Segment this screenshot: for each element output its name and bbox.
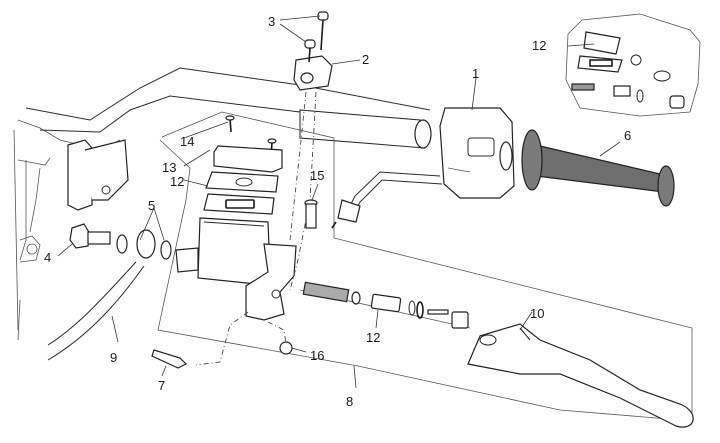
callout-3: 3 [268, 14, 275, 29]
callout-7: 7 [158, 378, 165, 393]
callout-13: 13 [162, 160, 176, 175]
reservoir-cover-stack [203, 115, 283, 215]
callout-2: 2 [362, 52, 369, 67]
piston-assembly [302, 281, 469, 329]
brake-light-switch [151, 341, 293, 369]
callout-4: 4 [44, 250, 51, 265]
callout-16: 16 [310, 348, 324, 363]
callout-8: 8 [346, 394, 353, 409]
callout-10: 10 [530, 306, 544, 321]
throttle-grip [521, 129, 675, 207]
centerlines [195, 91, 317, 366]
leader-lines [57, 15, 621, 389]
callout-15: 15 [310, 168, 324, 183]
frame-background [13, 119, 129, 341]
master-cylinder-clamp [293, 11, 333, 91]
handlebar [25, 67, 432, 149]
callout-1: 1 [472, 66, 479, 81]
callout-14: 14 [180, 134, 194, 149]
banjo-bolt-and-hose [47, 223, 172, 361]
callout-5: 5 [148, 198, 155, 213]
switch-housing [331, 107, 515, 229]
master-cylinder-body [175, 217, 297, 321]
repair-kit-inset [565, 13, 701, 117]
callout-12-reservoir: 12 [170, 174, 184, 189]
callout-12-inset: 12 [532, 38, 546, 53]
pivot-pin [304, 199, 318, 229]
callout-9: 9 [110, 350, 117, 365]
callout-6: 6 [624, 128, 631, 143]
brake-lever [467, 323, 694, 428]
callout-labels: 1 2 3 4 5 6 7 8 9 10 12 12 12 13 14 15 1… [44, 14, 631, 409]
callout-12-piston: 12 [366, 330, 380, 345]
